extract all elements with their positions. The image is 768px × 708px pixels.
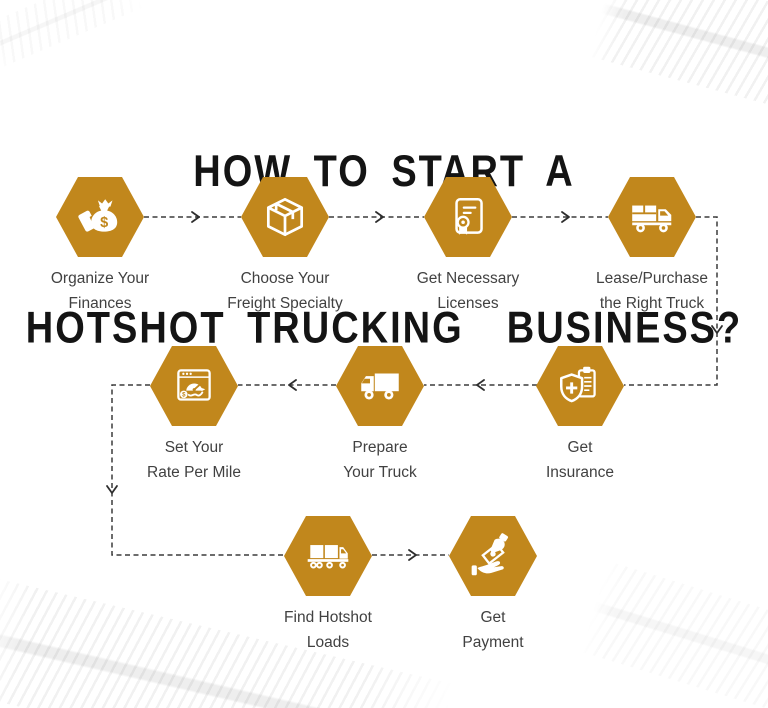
package-box-icon bbox=[266, 197, 304, 237]
page-title: HOW TO START A HOTSHOT TRUCKING BUSINESS… bbox=[0, 42, 768, 460]
step-label: Find Hotshot Loads bbox=[284, 605, 372, 655]
rate-per-mile-gauge-icon: $ bbox=[177, 369, 211, 401]
step-get-licenses: Get Necessary Licenses bbox=[373, 177, 563, 316]
dollar-glyph: $ bbox=[100, 215, 108, 231]
step-label-line1: Lease/Purchase bbox=[595, 270, 709, 287]
step-label: Prepare Your Truck bbox=[343, 435, 417, 485]
step-label-line1: Get bbox=[567, 439, 593, 456]
step-label-line2: Rate Per Mile bbox=[147, 464, 241, 481]
step-choose-freight-specialty: Choose Your Freight Specialty bbox=[190, 177, 380, 316]
step-get-insurance: Get Insurance bbox=[485, 346, 675, 485]
hexagon-badge bbox=[284, 516, 372, 596]
dollar-glyph: $ bbox=[182, 393, 186, 399]
insurance-shield-icon bbox=[560, 366, 596, 403]
hexagon-badge bbox=[536, 346, 624, 426]
step-label: Lease/Purchase the Right Truck bbox=[596, 266, 708, 316]
flatbed-loaded-truck-icon bbox=[307, 545, 349, 569]
step-label-line2: Loads bbox=[306, 634, 350, 651]
step-lease-purchase-truck: Lease/Purchase the Right Truck bbox=[557, 177, 747, 316]
step-label: Set Your Rate Per Mile bbox=[147, 435, 241, 485]
hexagon-badge bbox=[608, 177, 696, 257]
payment-hands-icon bbox=[471, 533, 509, 576]
step-label: Get Payment bbox=[462, 605, 523, 655]
step-label-line1: Prepare bbox=[352, 439, 408, 456]
hexagon-badge bbox=[424, 177, 512, 257]
delivery-truck-icon bbox=[361, 373, 399, 400]
license-certificate-icon bbox=[455, 198, 483, 235]
step-get-payment: Get Payment bbox=[398, 516, 588, 655]
step-label-line2: Finances bbox=[68, 295, 132, 312]
step-label-line2: the Right Truck bbox=[599, 295, 705, 312]
step-set-rate-per-mile: $ Set Your Rate Per Mile bbox=[99, 346, 289, 485]
hexagon-badge: $ bbox=[150, 346, 238, 426]
step-label-line1: Set Your bbox=[164, 439, 224, 456]
step-find-hotshot-loads: Find Hotshot Loads bbox=[233, 516, 423, 655]
step-label-line2: Licenses bbox=[437, 295, 499, 312]
step-label: Get Insurance bbox=[546, 435, 614, 485]
step-label-line2: Insurance bbox=[545, 464, 615, 481]
arrowhead-down-icon bbox=[106, 485, 118, 494]
hexagon-badge bbox=[336, 346, 424, 426]
tire-track-bottom-right bbox=[579, 560, 768, 708]
step-label-line1: Organize Your bbox=[50, 270, 150, 287]
money-bag-icon: $ bbox=[78, 199, 118, 232]
step-label-line2: Payment bbox=[462, 634, 524, 651]
step-label-line2: Your Truck bbox=[343, 464, 417, 481]
step-label-line1: Choose Your bbox=[240, 270, 330, 287]
step-prepare-truck: Prepare Your Truck bbox=[285, 346, 475, 485]
step-label: Get Necessary Licenses bbox=[417, 266, 520, 316]
hexagon-badge bbox=[241, 177, 329, 257]
title-line-1: HOW TO START A bbox=[193, 147, 575, 197]
step-label-line1: Get Necessary bbox=[416, 270, 520, 287]
hexagon-badge: $ bbox=[56, 177, 144, 257]
step-label: Choose Your Freight Specialty bbox=[227, 266, 342, 316]
step-label: Organize Your Finances bbox=[51, 266, 149, 316]
step-label-line2: Freight Specialty bbox=[227, 295, 343, 312]
box-truck-icon bbox=[632, 205, 672, 233]
step-organize-finances: $ Organize Your Finances bbox=[5, 177, 195, 316]
step-label-line1: Get bbox=[480, 609, 506, 626]
step-label-line1: Find Hotshot bbox=[284, 609, 372, 626]
hexagon-badge bbox=[449, 516, 537, 596]
